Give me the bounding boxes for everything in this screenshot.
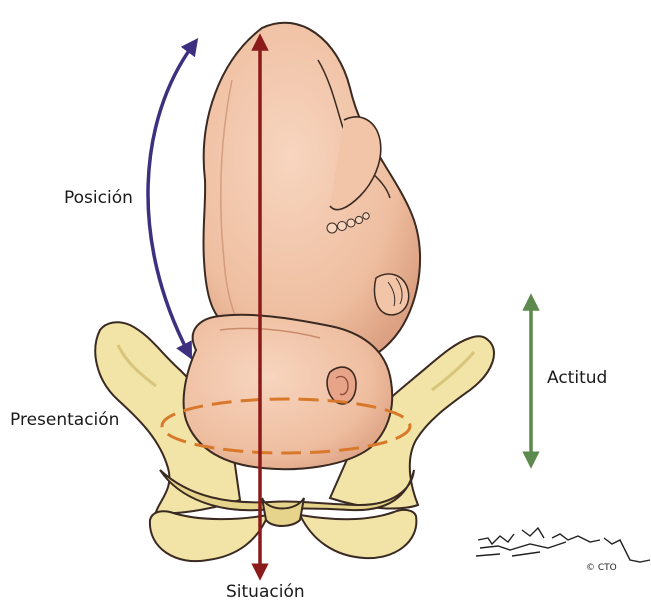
- label-actitud: Actitud: [547, 368, 607, 388]
- right-ischium: [300, 510, 416, 558]
- label-situacion: Situación: [226, 582, 305, 602]
- label-posicion: Posición: [64, 188, 133, 208]
- left-ischium: [150, 511, 268, 561]
- label-presentacion: Presentación: [10, 410, 119, 430]
- posicion-arrow: [148, 45, 193, 352]
- fetal-ear: [327, 367, 356, 404]
- fetal-head: [184, 315, 393, 469]
- artist-signature: [476, 528, 650, 562]
- fetal-hand: [374, 274, 408, 315]
- copyright-mark: © CTO: [586, 563, 617, 573]
